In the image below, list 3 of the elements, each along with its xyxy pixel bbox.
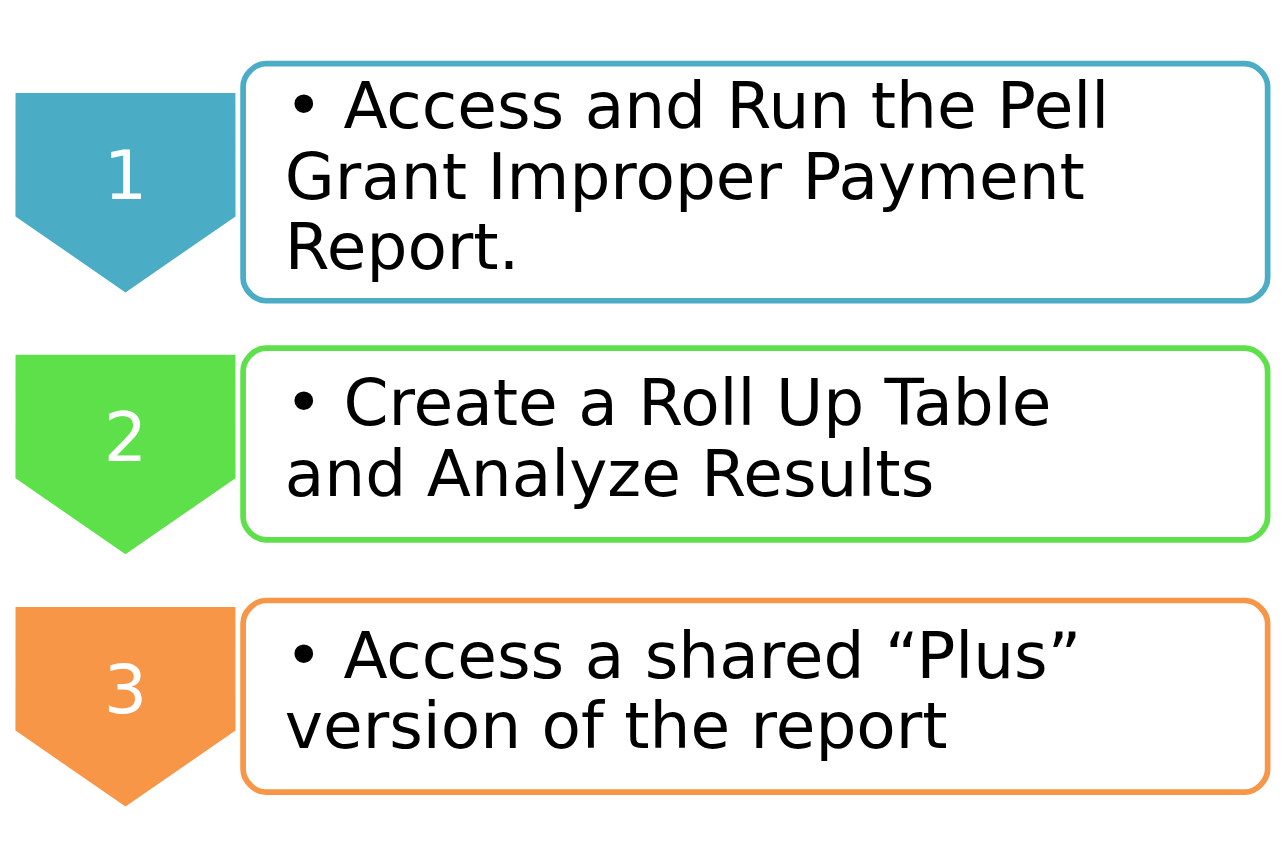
node-box: • Access and Run the Pell Grant Improper Payment Report. xyxy=(240,60,1271,304)
node-box: • Create a Roll Up Table and Analyze Results xyxy=(240,344,1271,543)
node-box: • Access a shared “Plus” version of the report xyxy=(240,597,1271,795)
